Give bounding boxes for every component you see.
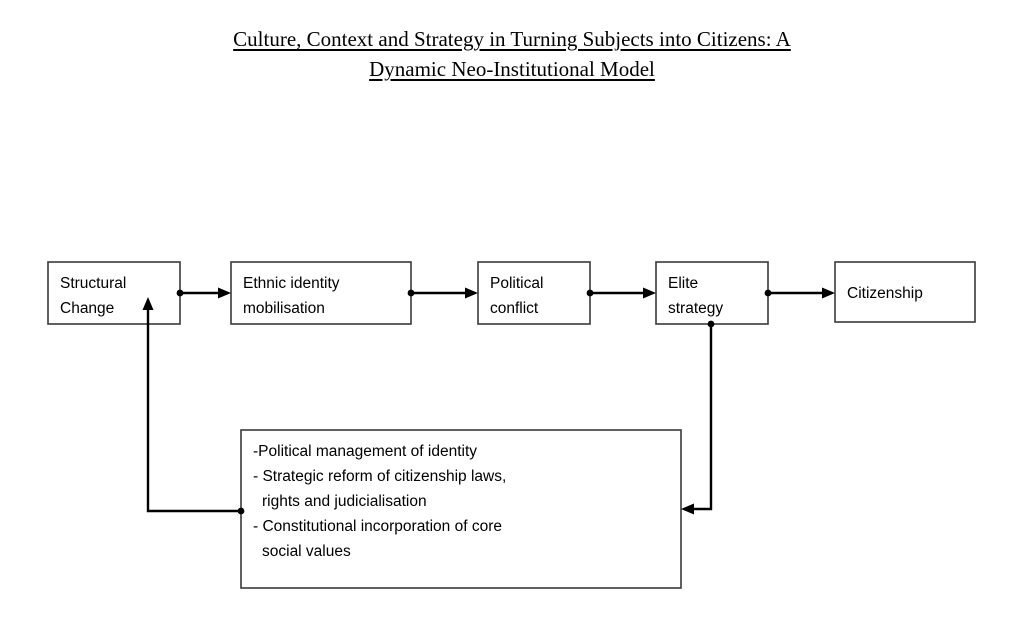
node-label-structural-change-line2: Change bbox=[60, 300, 114, 317]
node-label-elite-strategy-line1: Elite bbox=[668, 275, 698, 292]
mechanisms-list-item-2: - Strategic reform of citizenship laws, bbox=[253, 468, 506, 485]
node-structural-change[interactable]: Structural Change bbox=[47, 261, 181, 325]
node-label-elite-strategy-line2: strategy bbox=[668, 300, 723, 317]
node-label-ethnic-identity-line2: mobilisation bbox=[243, 300, 325, 317]
edge-structural-change-to-ethnic-identity bbox=[176, 287, 231, 299]
page-title: Culture, Context and Strategy in Turning… bbox=[0, 24, 1024, 84]
node-ethnic-identity-mobilisation[interactable]: Ethnic identity mobilisation bbox=[230, 261, 412, 325]
mechanisms-list-item-3-cont: social values bbox=[262, 543, 351, 560]
node-citizenship[interactable]: Citizenship bbox=[834, 261, 976, 323]
edge-mechanisms-to-structural-change bbox=[142, 297, 245, 515]
node-label-structural-change-line1: Structural bbox=[60, 275, 126, 292]
title-line-1: Culture, Context and Strategy in Turning… bbox=[233, 27, 791, 51]
node-mechanisms[interactable]: -Political management of identity - Stra… bbox=[240, 429, 682, 589]
edge-political-conflict-to-elite-strategy bbox=[586, 287, 656, 299]
node-label-political-conflict-line1: Political bbox=[490, 275, 543, 292]
edge-ethnic-identity-to-political-conflict bbox=[407, 287, 478, 299]
node-label-political-conflict-line2: conflict bbox=[490, 300, 539, 317]
node-label-ethnic-identity-line1: Ethnic identity bbox=[243, 275, 340, 292]
title-line-2: Dynamic Neo-Institutional Model bbox=[369, 57, 655, 81]
mechanisms-list-item-2-cont: rights and judicialisation bbox=[262, 493, 427, 510]
node-elite-strategy[interactable]: Elite strategy bbox=[655, 261, 769, 325]
edge-elite-strategy-to-citizenship bbox=[764, 287, 835, 299]
edge-elite-strategy-to-mechanisms bbox=[681, 320, 715, 515]
node-political-conflict[interactable]: Political conflict bbox=[477, 261, 591, 325]
mechanisms-list-item-1: -Political management of identity bbox=[253, 443, 477, 460]
mechanisms-list-item-3: - Constitutional incorporation of core bbox=[253, 518, 502, 535]
node-label-citizenship: Citizenship bbox=[847, 285, 923, 302]
